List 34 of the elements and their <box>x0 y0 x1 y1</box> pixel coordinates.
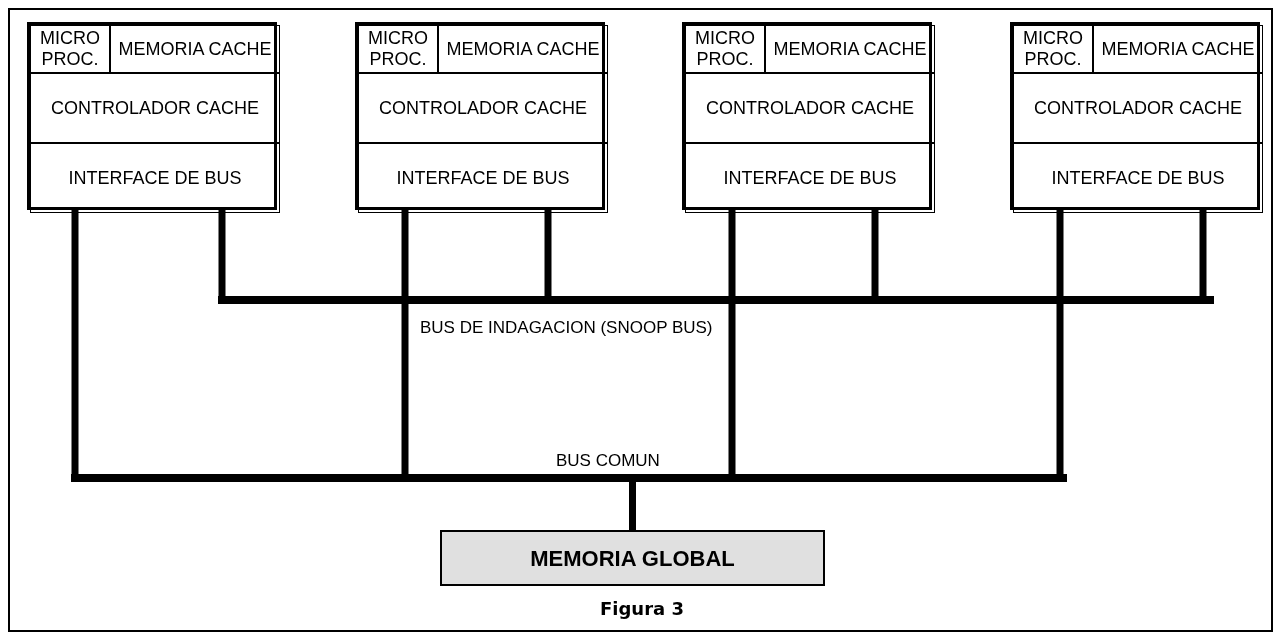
bus-connector <box>544 210 552 296</box>
module-cell: MICRO PROC. <box>1013 25 1093 73</box>
bus-bar <box>218 296 1214 304</box>
bus-bar <box>71 474 1067 482</box>
processor-box <box>1010 22 1260 210</box>
processor-box <box>27 22 277 210</box>
module-cell: MICRO PROC. <box>685 25 765 73</box>
module-cell: MEMORIA CACHE <box>438 25 608 73</box>
module-cell: INTERFACE DE BUS <box>358 143 608 213</box>
bus-connector <box>71 210 79 474</box>
module-cell: INTERFACE DE BUS <box>1013 143 1263 213</box>
module-cell: MICRO PROC. <box>358 25 438 73</box>
module-cell: MEMORIA CACHE <box>110 25 280 73</box>
processor-box <box>682 22 932 210</box>
module-cell: MEMORIA CACHE <box>1093 25 1263 73</box>
bus-label: BUS DE INDAGACION (SNOOP BUS) <box>420 318 713 338</box>
module-cell: CONTROLADOR CACHE <box>358 73 608 143</box>
module-cell: INTERFACE DE BUS <box>30 143 280 213</box>
module-cell: CONTROLADOR CACHE <box>685 73 935 143</box>
figure-caption: Figura 3 <box>600 598 684 619</box>
module-cell: CONTROLADOR CACHE <box>30 73 280 143</box>
bus-connector <box>1199 210 1207 296</box>
memory-box: MEMORIA GLOBAL <box>440 530 825 586</box>
bus-connector <box>728 210 736 474</box>
module-cell: INTERFACE DE BUS <box>685 143 935 213</box>
bus-connector <box>218 210 226 296</box>
module-cell: MEMORIA CACHE <box>765 25 935 73</box>
module-cell: MICRO PROC. <box>30 25 110 73</box>
bus-connector <box>871 210 879 296</box>
processor-box <box>355 22 605 210</box>
module-cell: CONTROLADOR CACHE <box>1013 73 1263 143</box>
bus-connector <box>1056 210 1064 474</box>
bus-label: BUS COMUN <box>556 451 660 471</box>
bus-connector <box>401 210 409 474</box>
